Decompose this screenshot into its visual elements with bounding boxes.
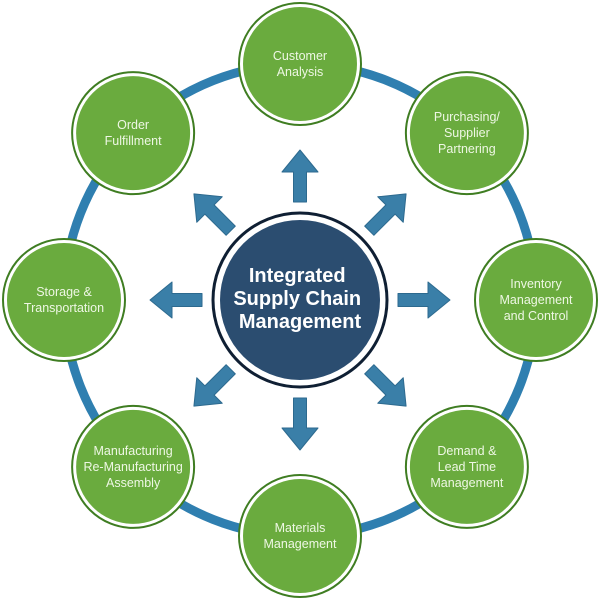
node-label: Storage & Transportation: [24, 285, 104, 315]
arrow-shape: [364, 193, 407, 236]
node-label-line: Assembly: [106, 476, 161, 490]
node-circle: [76, 76, 191, 191]
node-label-line: Management: [430, 476, 503, 490]
node-circle: [243, 479, 357, 593]
node-circle: [409, 409, 524, 524]
arrow-down-icon: [281, 397, 319, 451]
arrow-up-left-icon: [193, 193, 236, 236]
node-circle: [243, 7, 357, 121]
node-circle: [409, 76, 524, 191]
center-title-line-2: Supply Chain: [233, 288, 361, 310]
node-label-line: and Control: [504, 309, 569, 323]
arrow-left-icon: [149, 281, 203, 319]
node-label-line: Manufacturing: [94, 444, 173, 458]
node-circle: [76, 409, 191, 524]
node-label-line: Demand &: [437, 444, 497, 458]
node-label-line: Transportation: [24, 301, 104, 315]
node-label-line: Lead Time: [438, 460, 496, 474]
node-label-line: Management: [500, 293, 573, 307]
arrow-shape: [193, 364, 236, 407]
node-label-line: Purchasing/: [434, 110, 501, 124]
arrow-up-icon: [281, 149, 319, 203]
node-storage-transportation: Storage & Transportation: [2, 238, 126, 362]
node-circle: [7, 243, 121, 357]
center-title-line-3: Management: [239, 311, 362, 333]
center-title-line-1: Integrated: [249, 265, 346, 287]
node-label-line: Analysis: [277, 65, 324, 79]
node-label-line: Customer: [273, 49, 327, 63]
center-circle: [220, 220, 380, 380]
arrow-shape: [281, 397, 319, 451]
arrow-down-right-icon: [364, 364, 407, 407]
center-title: Integrated Supply Chain Management: [233, 265, 366, 333]
arrow-shape: [281, 149, 319, 203]
node-label-line: Fulfillment: [105, 134, 162, 148]
arrow-up-right-icon: [364, 193, 407, 236]
arrow-shape: [193, 193, 236, 236]
arrow-shape: [149, 281, 203, 319]
node-label-line: Storage &: [36, 285, 92, 299]
center-hub: Integrated Supply Chain Management: [211, 211, 389, 389]
node-label-line: Management: [264, 537, 337, 551]
node-label-line: Re-Manufacturing: [83, 460, 182, 474]
arrows: [149, 149, 451, 451]
node-label-line: Supplier: [444, 126, 490, 140]
arrow-down-left-icon: [193, 364, 236, 407]
node-label-line: Materials: [275, 521, 326, 535]
node-label-line: Order: [117, 118, 149, 132]
node-label-line: Inventory: [510, 277, 562, 291]
node-circle: [479, 243, 593, 357]
arrow-shape: [364, 364, 407, 407]
arrow-shape: [397, 281, 451, 319]
node-label-line: Partnering: [438, 142, 496, 156]
arrow-right-icon: [397, 281, 451, 319]
